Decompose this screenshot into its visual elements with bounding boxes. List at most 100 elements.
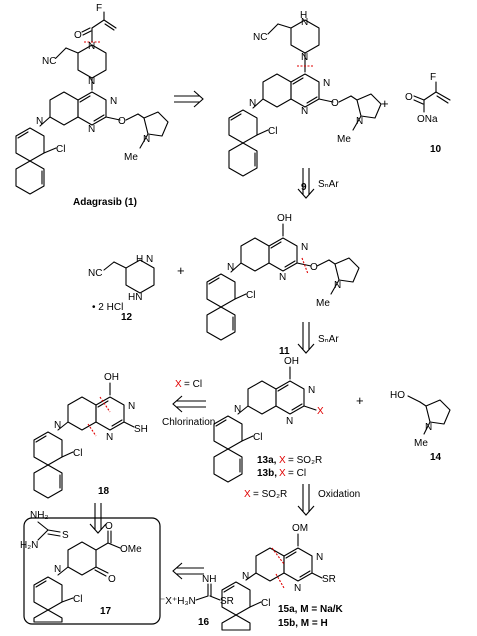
atom-SH: SH — [134, 424, 148, 435]
atom-OH: OH — [104, 372, 119, 383]
counterion: ⁻X⁺H₃N — [160, 596, 196, 607]
label-13a: 13a, — [257, 455, 277, 466]
label-9: 9 — [301, 182, 307, 193]
label-13b: 13b, — [257, 468, 277, 479]
atom-N: N — [323, 78, 330, 89]
atom-N: N — [425, 422, 432, 433]
label-adagrasib: Adagrasib (1) — [73, 197, 137, 208]
atom-N: N — [316, 552, 323, 563]
atom-OM: OM — [292, 523, 308, 534]
atom-O: O — [405, 92, 413, 103]
atom-NC: NC — [88, 268, 102, 279]
atom-O: O — [105, 521, 113, 532]
atom-Me: Me — [414, 438, 428, 449]
atom-O: O — [74, 30, 82, 41]
atom-OH: OH — [277, 213, 292, 224]
atom-NH: NH — [202, 574, 216, 585]
atom-O: O — [108, 574, 116, 585]
compound-18-structure — [33, 382, 135, 499]
atom-N: N — [286, 416, 293, 427]
adagrasib-structure — [15, 11, 169, 195]
atom-N: N — [88, 76, 95, 87]
atom-O: O — [310, 262, 318, 273]
compound-9-structure — [228, 19, 382, 177]
label-13a-x: X — [279, 455, 286, 466]
atom-N: N — [54, 564, 61, 575]
compound-12-structure — [103, 259, 155, 294]
atom-OH: OH — [284, 356, 299, 367]
atom-N: N — [227, 262, 234, 273]
atom-HN: HN — [128, 292, 142, 303]
label-18: 18 — [98, 486, 110, 497]
label-snar-1: SₙAr — [318, 179, 339, 190]
retro-arrow-3 — [297, 322, 315, 354]
atom-N: N — [110, 96, 117, 107]
atom-F: F — [96, 3, 102, 14]
atom-NC: NC — [42, 56, 56, 67]
atom-N: N — [106, 432, 113, 443]
label-17: 17 — [100, 606, 112, 617]
atom-N: N — [294, 583, 301, 594]
atom-ONa: ONa — [417, 114, 438, 125]
atom-HO: HO — [390, 390, 405, 401]
atom-OMe: OMe — [120, 544, 142, 555]
label-snar-2: SₙAr — [318, 334, 339, 345]
plus-sign: + — [177, 263, 185, 278]
atom-NH2: H₂N — [20, 540, 38, 551]
atom-N: N — [146, 254, 153, 265]
atom-N: N — [88, 124, 95, 135]
compound-14-structure — [407, 395, 451, 435]
label-15b: 15b, M = H — [278, 618, 328, 629]
chlor-x: X — [175, 379, 182, 390]
label-16: 16 — [198, 617, 210, 628]
atom-Me: Me — [316, 298, 330, 309]
ox-condition: = SO₂R — [253, 489, 287, 500]
label-15a: 15a, M = Na/K — [278, 604, 344, 615]
atom-N: N — [334, 280, 341, 291]
atom-O: O — [118, 116, 126, 127]
compound-10-structure — [413, 81, 451, 113]
atom-Cl: Cl — [73, 594, 82, 605]
label-14: 14 — [430, 452, 442, 463]
label-13b-x: X — [279, 468, 286, 479]
atom-F: F — [430, 72, 436, 83]
atom-Cl: Cl — [268, 126, 277, 137]
atom-N: N — [301, 17, 308, 28]
atom-Me: Me — [337, 134, 351, 145]
atom-N: N — [301, 106, 308, 117]
label-13a-value: = SO₂R — [288, 455, 322, 466]
atom-Cl: Cl — [261, 598, 270, 609]
atom-N: N — [128, 401, 135, 412]
atom-Cl: Cl — [56, 144, 65, 155]
atom-N: N — [36, 116, 43, 127]
label-11: 11 — [279, 346, 290, 357]
oxidation-arrow — [297, 484, 315, 516]
atom-N: N — [88, 41, 95, 52]
atom-N: N — [234, 404, 241, 415]
retro-arrow-18-17 — [89, 503, 107, 534]
label-13b-value: = Cl — [288, 468, 306, 479]
atom-SR: SR — [322, 574, 336, 585]
ox-x: X — [244, 489, 251, 500]
atom-Cl: Cl — [246, 290, 255, 301]
atom-NH: H — [300, 10, 307, 21]
atom-N: N — [308, 385, 315, 396]
label-12: 12 — [121, 312, 133, 323]
plus-sign: + — [381, 96, 389, 111]
compound-16-structure — [195, 583, 221, 601]
target-box — [23, 517, 161, 625]
atom-N: N — [279, 272, 286, 283]
atom-Me: Me — [124, 152, 138, 163]
chlor-condition: = Cl — [184, 379, 202, 390]
atom-O: O — [331, 98, 339, 109]
atom-N: N — [143, 134, 150, 145]
retro-arrow-2 — [297, 168, 315, 199]
atom-N: N — [54, 420, 61, 431]
atom-N: N — [356, 116, 363, 127]
atom-SR: SR — [220, 596, 234, 607]
atom-NH2: NH₂ — [30, 510, 48, 521]
label-10: 10 — [430, 144, 442, 155]
atom-N: N — [301, 242, 308, 253]
